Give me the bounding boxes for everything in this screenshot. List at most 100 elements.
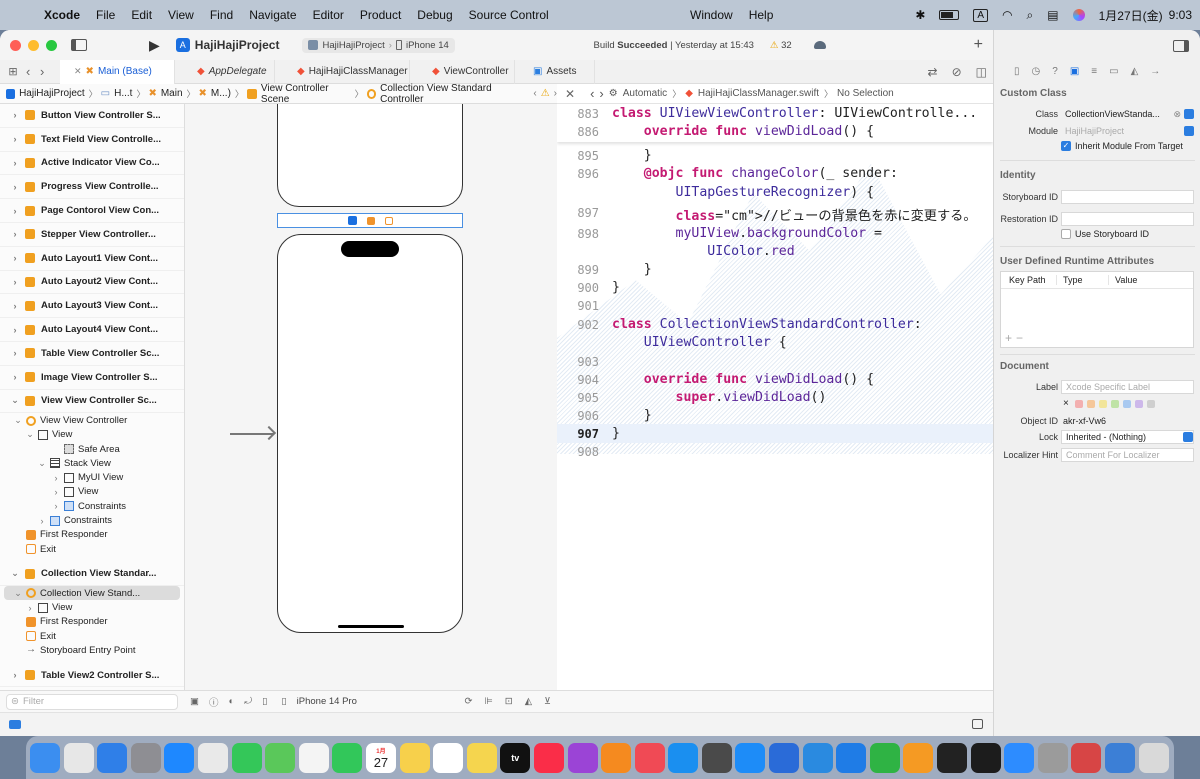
- control-center-icon[interactable]: ▤: [1047, 8, 1059, 22]
- code-line[interactable]: }: [612, 280, 620, 295]
- code-line[interactable]: }: [612, 408, 652, 423]
- runtime-attributes-table[interactable]: Key Path Type Value + −: [1000, 271, 1194, 348]
- outline-item-safe-area[interactable]: Safe Area: [0, 442, 184, 456]
- swap-icon[interactable]: ⇄: [927, 64, 938, 79]
- menu-product[interactable]: Product: [359, 8, 402, 22]
- code-line[interactable]: class CollectionViewStandardController:: [612, 317, 922, 332]
- dock-podcasts-icon[interactable]: [567, 742, 598, 773]
- outline-item-first-responder[interactable]: First Responder: [0, 528, 184, 542]
- back-nav-button[interactable]: ‹: [26, 64, 31, 79]
- scene-row[interactable]: ›Image View Controller S...: [0, 366, 184, 390]
- breadcrumb-storyboard[interactable]: Main: [160, 88, 183, 99]
- siri-icon[interactable]: [1072, 9, 1085, 21]
- embed-in-icon[interactable]: ⊻: [544, 696, 551, 707]
- menu-source-control[interactable]: Source Control: [468, 8, 549, 22]
- dock-music-icon[interactable]: [533, 742, 564, 773]
- code-editor[interactable]: ✕ ‹ › ⚙ Automatic〉 ◆ HajiHajiClassManage…: [557, 84, 993, 690]
- code-line[interactable]: @objc func changeColor(_ sender:: [643, 166, 898, 181]
- add-attribute-button[interactable]: +: [1005, 331, 1013, 345]
- color-label-red[interactable]: [1074, 399, 1083, 408]
- dock-chrome-icon[interactable]: [197, 742, 228, 773]
- chevron-right-icon[interactable]: ›: [13, 670, 17, 680]
- help-inspector-icon[interactable]: ?: [1052, 66, 1058, 77]
- wifi-icon[interactable]: ◠: [1002, 8, 1013, 22]
- dock-kotoeri-icon[interactable]: [1071, 742, 1102, 773]
- outline-item-exit[interactable]: Exit: [0, 629, 184, 643]
- dropdown-icon[interactable]: [1183, 432, 1193, 442]
- dock-trash-icon[interactable]: [1138, 742, 1169, 773]
- chevron-right-icon[interactable]: ›: [54, 486, 58, 497]
- color-label-gray[interactable]: [1146, 399, 1155, 408]
- menu-editor[interactable]: Editor: [312, 8, 344, 22]
- scene-row[interactable]: ›Button View Controller S...: [0, 104, 184, 128]
- minimize-window-button[interactable]: [28, 39, 39, 51]
- editor-jump-file[interactable]: HajiHajiClassManager.swift: [697, 88, 820, 99]
- chevron-right-icon[interactable]: ›: [13, 157, 17, 168]
- chevron-down-icon[interactable]: ⌄: [14, 415, 22, 425]
- scene-row[interactable]: ›Auto Layout2 View Cont...: [0, 271, 184, 295]
- color-label-purple[interactable]: [1134, 399, 1143, 408]
- chevron-down-icon[interactable]: ⌄: [38, 457, 46, 468]
- chevron-down-icon[interactable]: ⌄: [11, 568, 19, 579]
- dock-reminders-icon[interactable]: [433, 742, 464, 773]
- dock-lazy-icon[interactable]: [937, 742, 968, 773]
- scene-row[interactable]: ⌄View View Controller Sc...: [0, 390, 184, 414]
- dock-messages-icon[interactable]: [231, 742, 262, 773]
- scheme-selector[interactable]: HajiHajiProject › iPhone 14: [302, 37, 455, 53]
- split-editor-icon[interactable]: ◫: [975, 64, 987, 79]
- attributes-inspector-icon[interactable]: ≡: [1091, 66, 1098, 77]
- chevron-down-icon[interactable]: ⌄: [14, 587, 22, 598]
- dock-simulator-icon[interactable]: [701, 742, 732, 773]
- menu-navigate[interactable]: Navigate: [249, 8, 297, 22]
- remove-attribute-button[interactable]: −: [1016, 331, 1024, 345]
- menu-window[interactable]: Window: [690, 8, 733, 22]
- back-nav-button[interactable]: ‹: [590, 86, 595, 101]
- column-type[interactable]: Type: [1056, 275, 1108, 285]
- outline-item-view[interactable]: ⌄View: [0, 428, 184, 442]
- canvas-device-label[interactable]: iPhone 14 Pro: [296, 696, 357, 707]
- chevron-right-icon[interactable]: ›: [13, 372, 17, 383]
- code-line[interactable]: UIViewController {: [643, 335, 787, 350]
- filter-field[interactable]: ⊜ Filter: [6, 693, 178, 710]
- dock-tv-icon[interactable]: tv: [500, 742, 531, 773]
- cloud-icon[interactable]: [813, 41, 826, 49]
- code-line[interactable]: super.viewDidLoad(): [675, 390, 827, 405]
- chevron-right-icon[interactable]: ›: [13, 348, 17, 359]
- link-icon[interactable]: ⊘: [951, 64, 962, 79]
- scene-row[interactable]: ›Auto Layout4 View Cont...: [0, 318, 184, 342]
- dock-numbers-icon[interactable]: [869, 742, 900, 773]
- outline-item-storyboard-entry-point[interactable]: →Storyboard Entry Point: [0, 643, 184, 657]
- checkbox-checked-icon[interactable]: ✓: [1061, 141, 1071, 151]
- dock-keynote-icon[interactable]: [836, 742, 867, 773]
- column-key-path[interactable]: Key Path: [1009, 275, 1046, 285]
- add-constraints-icon[interactable]: ⊡: [504, 696, 513, 707]
- color-label-blue[interactable]: [1122, 399, 1131, 408]
- tab-assets[interactable]: ▣Assets: [515, 59, 595, 84]
- input-source-icon[interactable]: A: [973, 8, 989, 22]
- chevron-right-icon[interactable]: ›: [13, 205, 17, 216]
- color-label-yellow[interactable]: [1098, 399, 1107, 408]
- dock-launchpad-icon[interactable]: [63, 742, 94, 773]
- lock-select[interactable]: Inherited - (Nothing): [1061, 430, 1194, 444]
- appearance-icon[interactable]: ◐: [228, 696, 235, 707]
- menu-time[interactable]: 9:03: [1168, 8, 1192, 22]
- chevron-right-icon[interactable]: ›: [54, 501, 58, 512]
- align-icon[interactable]: ⊫: [484, 696, 493, 707]
- code-line[interactable]: override func viewDidLoad() {: [643, 372, 875, 387]
- menu-edit[interactable]: Edit: [131, 8, 153, 22]
- orientation-icon[interactable]: ⤾: [244, 696, 253, 707]
- dock-vs-code-icon[interactable]: [802, 742, 833, 773]
- menu-help[interactable]: Help: [748, 8, 774, 22]
- menu-view[interactable]: View: [168, 8, 194, 22]
- breadcrumb-scene[interactable]: View Controller Scene: [260, 82, 329, 105]
- scene-row[interactable]: ›Active Indicator View Co...: [0, 152, 184, 176]
- scene-row[interactable]: ›Auto Layout3 View Cont...: [0, 294, 184, 319]
- outline-item-stack-view[interactable]: ⌄Stack View: [0, 456, 184, 470]
- checkbox-unchecked-icon[interactable]: [1061, 229, 1071, 239]
- size-inspector-icon[interactable]: ▭: [1109, 66, 1119, 77]
- dock-finder-icon[interactable]: [30, 742, 60, 773]
- chevron-right-icon[interactable]: ›: [13, 181, 17, 192]
- view-controller-icon[interactable]: [347, 216, 357, 225]
